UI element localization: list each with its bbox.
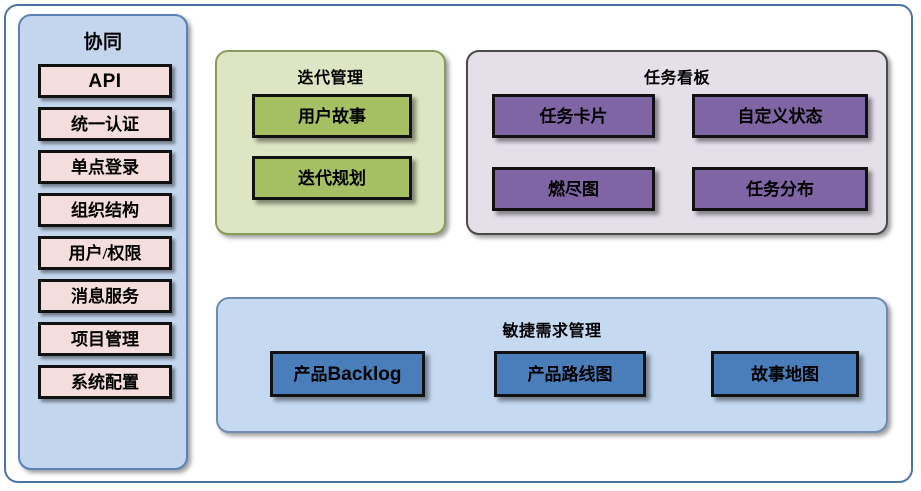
panel-collaboration[interactable]: 协同 API 统一认证 单点登录 组织结构 用户/权限 消息服务 项目管理 系统… (18, 14, 188, 470)
sidebar-item-user-permission[interactable]: 用户/权限 (38, 236, 172, 270)
card-task-distribution[interactable]: 任务分布 (692, 167, 868, 211)
sidebar-item-api[interactable]: API (38, 64, 172, 98)
card-story-map[interactable]: 故事地图 (711, 351, 859, 397)
card-custom-status[interactable]: 自定义状态 (692, 94, 868, 138)
sidebar-item-project-management[interactable]: 项目管理 (38, 322, 172, 356)
card-task-card[interactable]: 任务卡片 (492, 94, 655, 138)
panel-iteration-management[interactable]: 迭代管理 用户故事 迭代规划 (215, 50, 446, 235)
panel-iteration-title: 迭代管理 (297, 70, 364, 87)
card-product-backlog-latin: Backlog (327, 363, 402, 385)
task-board-card-grid: 任务卡片 自定义状态 燃尽图 任务分布 (468, 94, 886, 224)
panel-agile-title: 敏捷需求管理 (502, 323, 602, 340)
card-iteration-planning[interactable]: 迭代规划 (252, 156, 412, 200)
panel-collaboration-title: 协同 (83, 32, 123, 53)
card-product-backlog-han: 产品 (293, 364, 328, 384)
panel-task-board[interactable]: 任务看板 任务卡片 自定义状态 燃尽图 任务分布 (466, 50, 888, 235)
sidebar-item-unified-auth[interactable]: 统一认证 (38, 107, 172, 141)
sidebar-item-message-service[interactable]: 消息服务 (38, 279, 172, 313)
sidebar-item-org-structure[interactable]: 组织结构 (38, 193, 172, 227)
outer-frame (4, 4, 913, 483)
sidebar-item-single-sign-on[interactable]: 单点登录 (38, 150, 172, 184)
card-product-roadmap[interactable]: 产品路线图 (494, 351, 646, 397)
collaboration-item-list: API 统一认证 单点登录 组织结构 用户/权限 消息服务 项目管理 系统配置 (38, 64, 172, 408)
panel-task-board-title: 任务看板 (643, 70, 710, 87)
sidebar-item-system-config[interactable]: 系统配置 (38, 365, 172, 399)
card-burndown-chart[interactable]: 燃尽图 (492, 167, 655, 211)
card-user-story[interactable]: 用户故事 (252, 94, 412, 138)
